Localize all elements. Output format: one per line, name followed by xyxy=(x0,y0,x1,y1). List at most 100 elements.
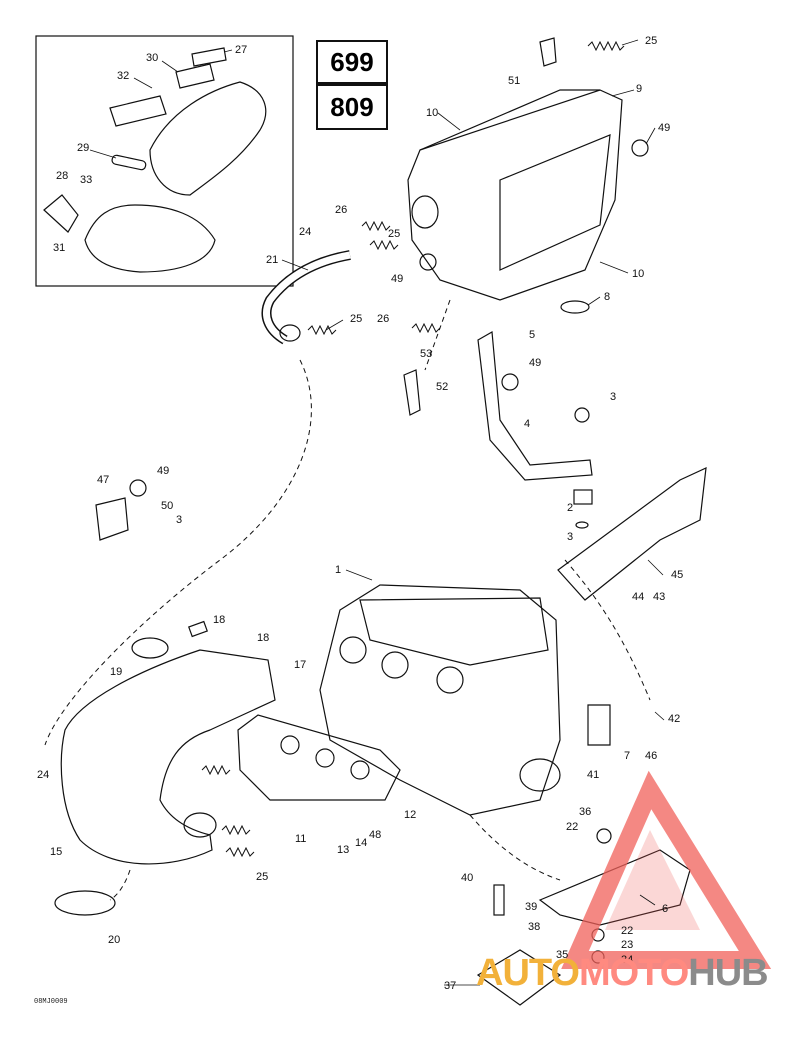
callout-17: 17 xyxy=(294,659,306,671)
reference-code: 08MJ0009 xyxy=(34,998,68,1006)
callout-42: 42 xyxy=(668,713,680,725)
pipe-21-end xyxy=(279,324,301,342)
callout-32: 32 xyxy=(117,70,129,82)
link-dash-muffler xyxy=(424,299,451,371)
part-18 xyxy=(188,620,208,638)
bracket-50 xyxy=(95,497,129,541)
cap-49-left xyxy=(129,479,147,497)
mount-plate-6 xyxy=(538,849,691,926)
inset-strip-26 xyxy=(109,95,167,127)
carb-2 xyxy=(381,651,409,679)
callout-33: 33 xyxy=(80,174,92,186)
callout-7: 7 xyxy=(624,750,630,762)
plate-41 xyxy=(587,704,611,746)
callout-39: 39 xyxy=(525,901,537,913)
callout-11: 11 xyxy=(295,833,306,845)
watermark-text-hub: HUB xyxy=(688,952,768,994)
callout-40: 40 xyxy=(461,872,473,884)
callout-36: 36 xyxy=(579,806,591,818)
callout-23: 23 xyxy=(621,939,633,951)
leader-lines xyxy=(89,39,665,986)
callout-labels: 1 2 3 3 3 4 5 6 7 8 9 10 10 11 12 13 14 … xyxy=(37,35,683,992)
callout-41: 41 xyxy=(587,769,599,781)
spring-25-mid xyxy=(307,324,337,336)
callout-21: 21 xyxy=(266,254,278,266)
watermark-logo xyxy=(561,770,772,969)
callout-3-c: 3 xyxy=(176,514,182,526)
callout-51: 51 xyxy=(508,75,520,87)
bracket-52 xyxy=(403,369,421,416)
clamp-20 xyxy=(54,890,116,916)
manifold-12 xyxy=(237,714,401,801)
callout-22-b: 22 xyxy=(621,925,633,937)
watermark-text-moto: MOTO xyxy=(578,952,689,994)
manifold-port-3 xyxy=(350,760,370,780)
carb-3 xyxy=(436,666,464,694)
callout-3-a: 3 xyxy=(610,391,616,403)
frame-rail xyxy=(557,467,707,601)
mount-base-37 xyxy=(476,949,562,1006)
callout-29: 29 xyxy=(77,142,89,154)
bolt-40 xyxy=(493,884,505,916)
callout-31: 31 xyxy=(53,242,65,254)
callout-18-a: 18 xyxy=(213,614,225,626)
callout-10-b: 10 xyxy=(632,268,644,280)
model-code-699: 699 xyxy=(316,40,388,84)
link-dash-frame xyxy=(564,559,651,701)
tuned-pipe-15 xyxy=(60,649,276,865)
callout-6: 6 xyxy=(662,903,668,915)
callout-5: 5 xyxy=(529,329,535,341)
link-dash-pipe xyxy=(44,359,312,746)
grommet-8 xyxy=(560,300,590,314)
callout-20: 20 xyxy=(108,934,120,946)
bracket-4 xyxy=(477,331,593,481)
callout-25-a: 25 xyxy=(645,35,657,47)
link-dash-mount xyxy=(469,814,561,881)
clamp-19 xyxy=(131,637,169,659)
spring-25-top xyxy=(587,40,625,52)
cap-49-upper xyxy=(419,253,437,271)
tuned-pipe-outlet xyxy=(183,812,217,838)
spring-26-upper xyxy=(361,220,391,232)
callout-53: 53 xyxy=(420,348,432,360)
callout-8: 8 xyxy=(604,291,610,303)
pipe-21-fill xyxy=(263,251,351,344)
watermark-triangle xyxy=(561,770,772,969)
callout-26-b: 26 xyxy=(377,313,389,325)
muffler-panel xyxy=(499,134,611,271)
callout-49-a: 49 xyxy=(658,122,670,134)
inset-strip-29 xyxy=(111,154,147,171)
link-dash-clamp xyxy=(109,869,131,901)
spring-lower-2 xyxy=(221,824,251,836)
cylinder-head xyxy=(359,597,549,666)
engine-block xyxy=(319,584,561,816)
manifold-port-1 xyxy=(280,735,300,755)
callout-43: 43 xyxy=(653,591,665,603)
cap-49-right xyxy=(631,139,649,157)
spring-26-mid xyxy=(411,322,441,334)
spring-25-lower xyxy=(225,846,255,858)
muffler-body xyxy=(407,89,623,301)
callout-28: 28 xyxy=(56,170,68,182)
engine-pto xyxy=(519,758,561,792)
muffler-top-edge xyxy=(419,89,600,151)
inset-cover-upper xyxy=(149,81,267,196)
callout-12: 12 xyxy=(404,809,416,821)
callout-46: 46 xyxy=(645,750,657,762)
carb-1 xyxy=(339,636,367,664)
callout-25-b: 25 xyxy=(388,228,400,240)
callout-13: 13 xyxy=(337,844,349,856)
mount-2 xyxy=(573,489,593,505)
callout-14: 14 xyxy=(355,837,367,849)
callout-2: 2 xyxy=(567,502,573,514)
callout-15: 15 xyxy=(50,846,62,858)
callout-22-a: 22 xyxy=(566,821,578,833)
inset-strip-30 xyxy=(175,63,215,89)
callout-4: 4 xyxy=(524,418,530,430)
inset-cover-lower xyxy=(84,204,216,273)
callout-49-c: 49 xyxy=(529,357,541,369)
watermark-inner xyxy=(605,830,700,930)
watermark-text-auto: AUTO xyxy=(476,952,580,994)
